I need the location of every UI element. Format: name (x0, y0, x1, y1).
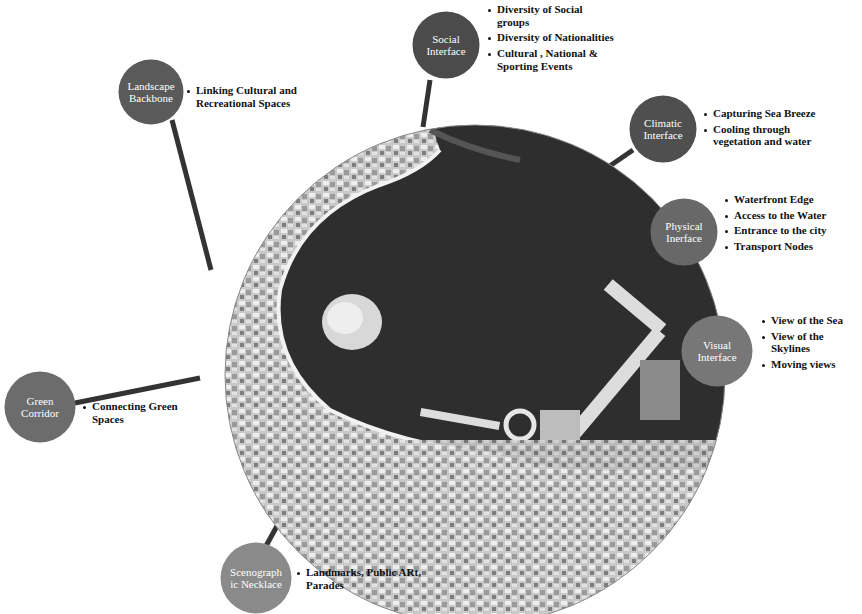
interface-name: Physical Inerface (659, 220, 709, 244)
bullet-dot (297, 572, 300, 575)
circle-content: Landscape Backbone (118, 59, 184, 125)
circle-content: Social Interface (412, 11, 480, 79)
circle-content: Green Corridor (4, 371, 76, 443)
bullet-dot (762, 320, 765, 323)
bullet-text: Access to the Water (734, 209, 854, 222)
bullet-text: Connecting Green Spaces (92, 400, 212, 425)
interface-name: Social Interface (421, 33, 471, 57)
bullet-text: Diversity of Nationalities (497, 31, 615, 44)
bullet-dot (488, 9, 491, 12)
interface-name: Landscape Backbone (127, 80, 175, 104)
bullet-text: View of the Skylines (771, 330, 857, 355)
circle-content: Scenographic Necklace (220, 542, 292, 614)
bullet-text: Cultural , National & Sporting Events (497, 47, 615, 72)
bullet-dot (488, 53, 491, 56)
bullet-text: Linking Cultural and Recreational Spaces (196, 84, 316, 109)
bullet-text: Diversity of Social groups (497, 3, 615, 28)
bullet-dot (762, 364, 765, 367)
bullet-dot (725, 230, 728, 233)
bullet-text: View of the Sea (771, 314, 857, 327)
interface-name: Green Corridor (14, 395, 67, 419)
bullet-dot (83, 406, 86, 409)
aerial-photo (220, 120, 760, 614)
bullet-dot (704, 129, 707, 132)
interface-circle: Landscape Backbone (118, 59, 184, 125)
bullet-dot (704, 113, 707, 116)
bullet-dot (725, 215, 728, 218)
circle-content: Climatic Interface (629, 95, 697, 163)
interface-circle: Climatic Interface (629, 95, 697, 163)
interface-name: Climatic Interface (638, 117, 688, 141)
circle-content: Visual Interface (681, 315, 753, 387)
bullet-text: Transport Nodes (734, 240, 854, 253)
circle-content: Physical Inerface (650, 198, 718, 266)
bullet-dot (488, 37, 491, 40)
bullet-text: Capturing Sea Breeze (713, 107, 825, 120)
bullet-text: Landmarks, Public ARt, Parades (306, 566, 436, 591)
bullet-text: Cooling through vegetation and water (713, 123, 825, 148)
bullet-text: Waterfront Edge (734, 193, 854, 206)
interface-name: Visual Interface (691, 339, 744, 363)
interface-circle: Social Interface (412, 11, 480, 79)
interface-circle: Visual Interface (681, 315, 753, 387)
bullet-dot (725, 246, 728, 249)
bullet-text: Entrance to the city (734, 224, 854, 237)
bullet-dot (762, 336, 765, 339)
bullet-dot (725, 199, 728, 202)
interface-name: Scenographic Necklace (230, 566, 283, 590)
interface-circle: Green Corridor (4, 371, 76, 443)
interface-circle: Scenographic Necklace (220, 542, 292, 614)
bullet-dot (187, 90, 190, 93)
interface-circle: Physical Inerface (650, 198, 718, 266)
bullet-text: Moving views (771, 358, 857, 371)
